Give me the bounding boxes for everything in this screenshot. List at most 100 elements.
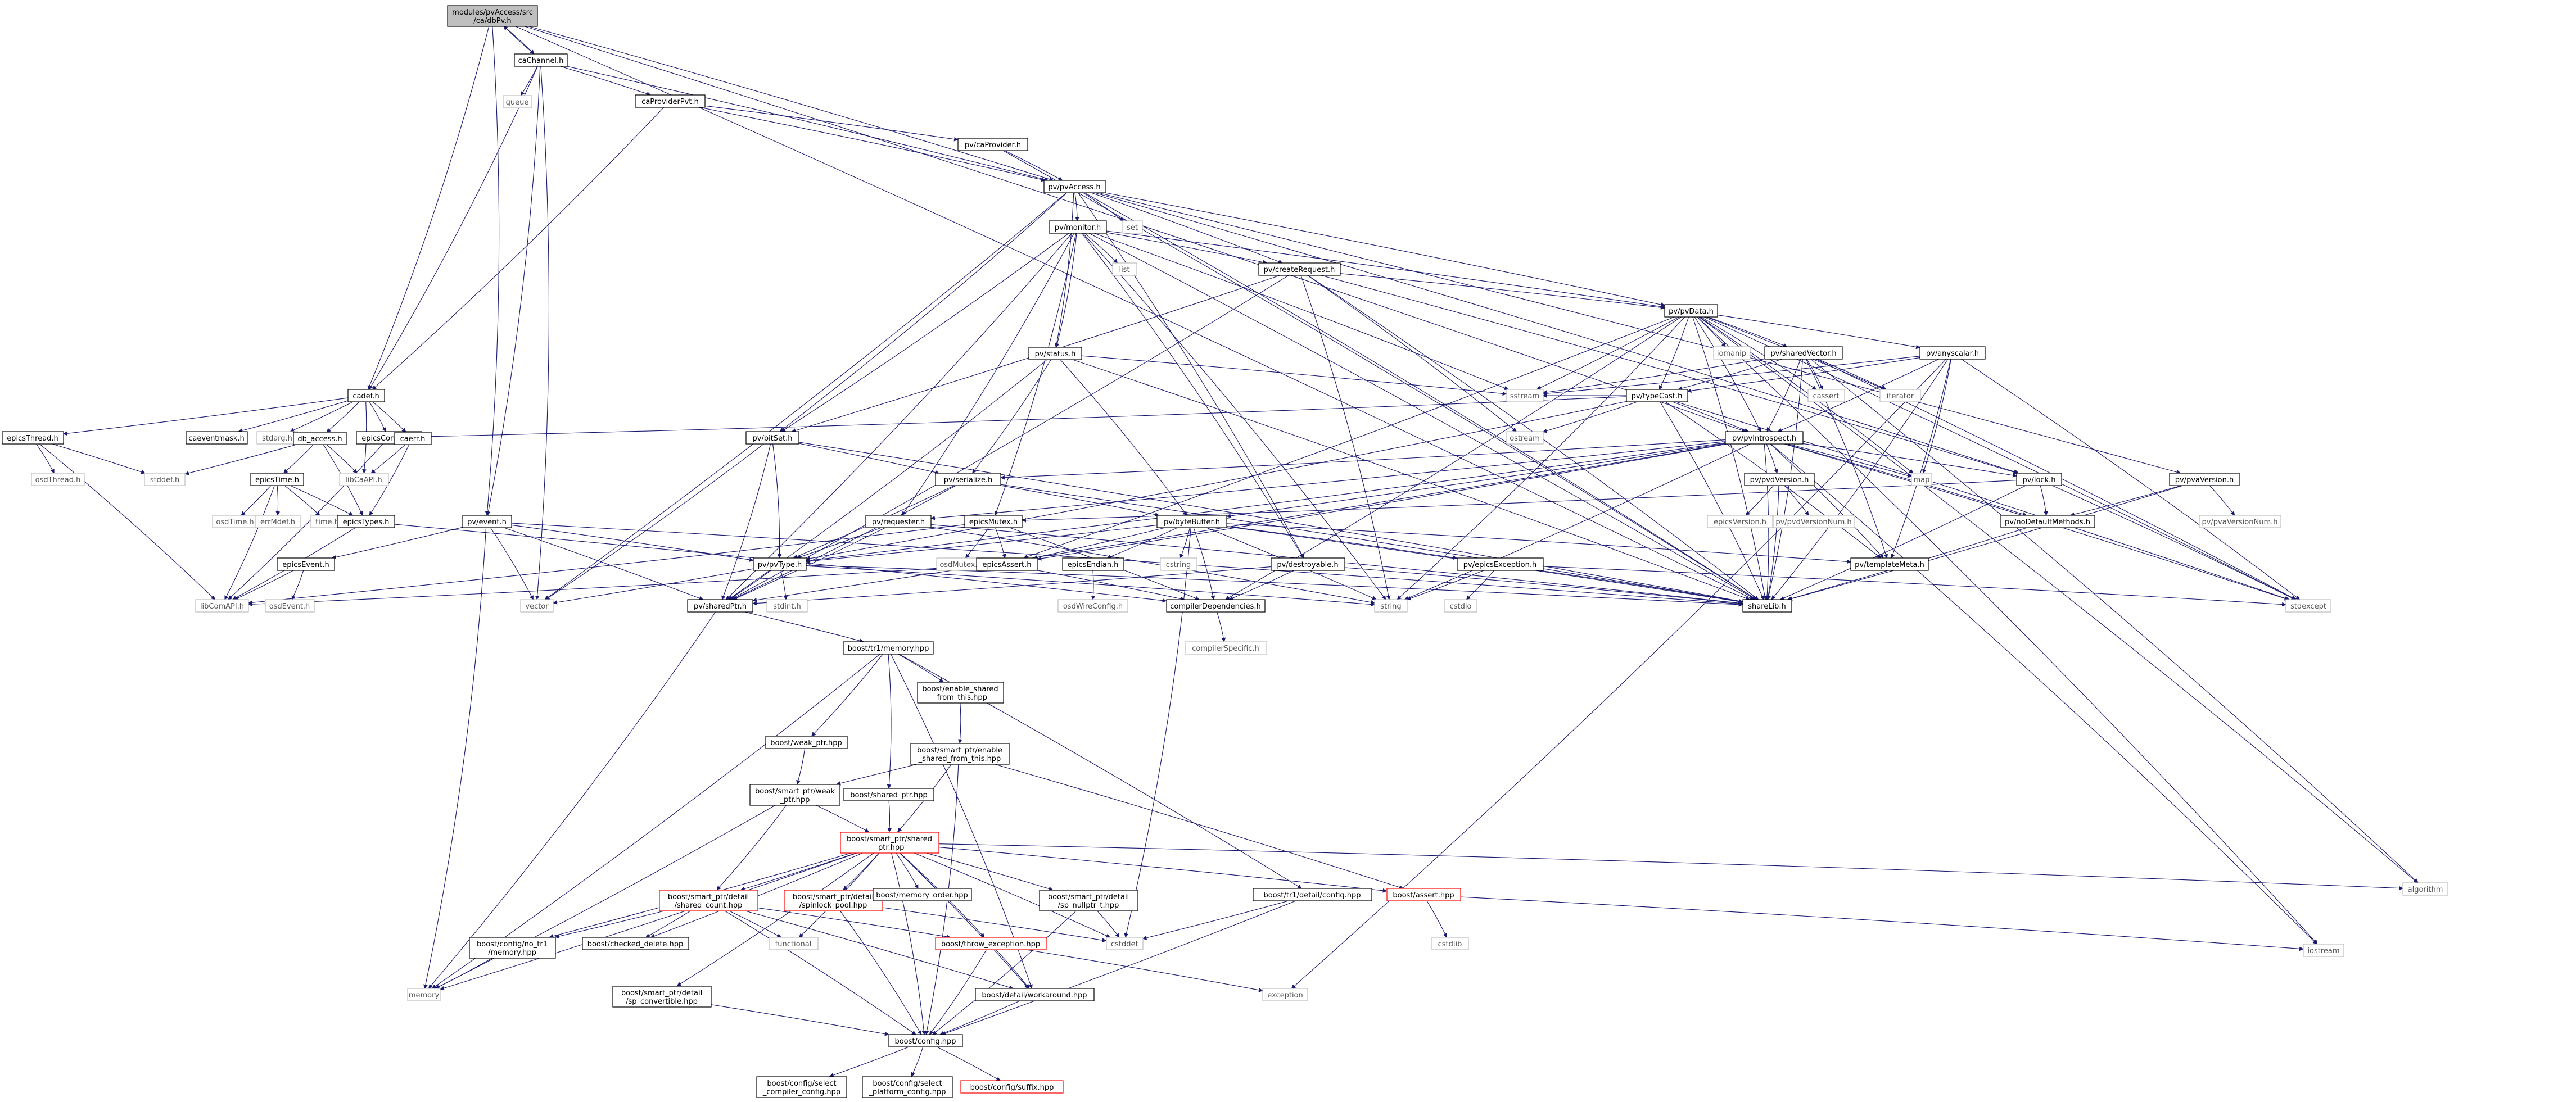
- node-stdexcept[interactable]: stdexcept: [2285, 599, 2331, 613]
- node-memoryOrder[interactable]: boost/memory_order.hpp: [873, 888, 972, 901]
- node-compilerSpecific[interactable]: compilerSpecific.h: [1185, 641, 1267, 655]
- node-spNullptr[interactable]: boost/smart_ptr/detail/sp_nullptr_t.hpp: [1039, 890, 1138, 911]
- node-pvAccess[interactable]: pv/pvAccess.h: [1043, 180, 1106, 193]
- node-workaround[interactable]: boost/detail/workaround.hpp: [975, 988, 1095, 1001]
- node-monitor[interactable]: pv/monitor.h: [1049, 220, 1107, 234]
- edge-status-to-sstream: [1081, 355, 1507, 396]
- node-libCaAPI[interactable]: libCaAPI.h: [339, 473, 389, 486]
- node-noDefaultMethods[interactable]: pv/noDefaultMethods.h: [2000, 515, 2095, 528]
- node-pvdVersionNum[interactable]: pv/pvdVersionNum.h: [1773, 515, 1855, 528]
- node-ostream[interactable]: ostream: [1506, 431, 1544, 445]
- node-pvType[interactable]: pv/pvType.h: [753, 557, 807, 571]
- node-cstddef[interactable]: cstddef: [1106, 937, 1144, 950]
- node-caeventmask[interactable]: caeventmask.h: [186, 431, 248, 445]
- node-pvaVersionNum[interactable]: pv/pvaVersionNum.h: [2199, 515, 2281, 528]
- node-epicsMutex[interactable]: epicsMutex.h: [964, 515, 1023, 528]
- node-map[interactable]: map: [1911, 473, 1932, 486]
- node-algorithm[interactable]: algorithm: [2402, 882, 2448, 896]
- node-stddef[interactable]: stddef.h: [144, 473, 186, 486]
- node-libComAPI[interactable]: libComAPI.h: [195, 599, 249, 613]
- node-osdWireConfig[interactable]: osdWireConfig.h: [1057, 599, 1128, 613]
- node-exception[interactable]: exception: [1262, 988, 1308, 1001]
- node-queue[interactable]: queue: [503, 95, 532, 108]
- node-pvcaProvider[interactable]: pv/caProvider.h: [957, 138, 1028, 151]
- node-compilerDependencies[interactable]: compilerDependencies.h: [1166, 599, 1266, 613]
- node-osdTime[interactable]: osdTime.h: [212, 515, 258, 528]
- node-iomanip[interactable]: iomanip: [1713, 346, 1751, 360]
- node-bitSet[interactable]: pv/bitSet.h: [745, 431, 799, 445]
- node-caerr[interactable]: caerr.h: [394, 432, 432, 445]
- node-epicsAssert[interactable]: epicsAssert.h: [976, 557, 1038, 571]
- node-list[interactable]: list: [1112, 262, 1137, 276]
- node-epicsTypes[interactable]: epicsTypes.h: [337, 515, 395, 528]
- node-cadef[interactable]: cadef.h: [347, 389, 385, 402]
- node-configHpp[interactable]: boost/config.hpp: [888, 1034, 963, 1047]
- node-epicsTime[interactable]: epicsTime.h: [250, 473, 304, 486]
- node-byteBuffer[interactable]: pv/byteBuffer.h: [1156, 515, 1227, 528]
- node-suffix[interactable]: boost/config/suffix.hpp: [960, 1080, 1064, 1094]
- node-createRequest[interactable]: pv/createRequest.h: [1258, 262, 1341, 276]
- node-throwException[interactable]: boost/throw_exception.hpp: [935, 937, 1047, 950]
- node-sharedLib[interactable]: shareLib.h: [1742, 599, 1792, 613]
- node-epicsEvent[interactable]: epicsEvent.h: [277, 557, 335, 571]
- node-functional[interactable]: functional: [769, 937, 819, 950]
- node-osdMutex[interactable]: osdMutex.h: [936, 557, 986, 571]
- node-destroyable[interactable]: pv/destroyable.h: [1271, 557, 1345, 571]
- node-assertHpp[interactable]: boost/assert.hpp: [1386, 888, 1461, 901]
- node-selectPlatform[interactable]: boost/config/select_platform_config.hpp: [862, 1076, 953, 1098]
- node-tr1memory[interactable]: boost/tr1/memory.hpp: [843, 641, 934, 655]
- node-checkedDelete[interactable]: boost/checked_delete.hpp: [582, 937, 689, 950]
- node-pvaVersion[interactable]: pv/pvaVersion.h: [2169, 473, 2240, 486]
- node-cstdio[interactable]: cstdio: [1444, 599, 1477, 613]
- node-iterator[interactable]: iterator: [1879, 389, 1921, 402]
- node-requester[interactable]: pv/requester.h: [865, 515, 932, 528]
- node-tr1DetailConfig[interactable]: boost/tr1/detail/config.hpp: [1253, 888, 1372, 901]
- node-enableShared[interactable]: boost/enable_shared_from_this.hpp: [917, 682, 1004, 704]
- node-pvData[interactable]: pv/pvData.h: [1664, 304, 1718, 318]
- node-string[interactable]: string: [1374, 599, 1408, 613]
- node-lock[interactable]: pv/lock.h: [2016, 473, 2062, 486]
- node-epicsVersion[interactable]: epicsVersion.h: [1707, 515, 1773, 528]
- node-epicsThread[interactable]: epicsThread.h: [2, 431, 64, 445]
- node-memory[interactable]: memory: [407, 988, 441, 1001]
- node-sharedVector[interactable]: pv/sharedVector.h: [1764, 346, 1843, 360]
- node-sstream[interactable]: sstream: [1506, 389, 1544, 402]
- node-anyscalar[interactable]: pv/anyscalar.h: [1919, 346, 1986, 360]
- node-epicsEndian[interactable]: epicsEndian.h: [1062, 557, 1124, 571]
- node-errMdef[interactable]: errMdef.h: [255, 515, 301, 528]
- node-sharedPtr[interactable]: pv/sharedPtr.h: [687, 599, 753, 613]
- node-status[interactable]: pv/status.h: [1028, 347, 1082, 360]
- node-caChannel[interactable]: caChannel.h: [514, 53, 568, 67]
- node-spinlockPool[interactable]: boost/smart_ptr/detail/spinlock_pool.hpp: [784, 890, 883, 911]
- node-typeCast[interactable]: pv/typeCast.h: [1626, 389, 1688, 402]
- node-weakPtr[interactable]: boost/weak_ptr.hpp: [765, 736, 848, 749]
- node-spEnableShared[interactable]: boost/smart_ptr/enable_shared_from_this.…: [910, 743, 1010, 765]
- node-stdarg[interactable]: stdarg.h: [256, 431, 298, 445]
- node-set[interactable]: set: [1122, 220, 1143, 234]
- node-spWeakPtr[interactable]: boost/smart_ptr/weak_ptr.hpp: [749, 784, 840, 806]
- node-caProviderPvt[interactable]: caProviderPvt.h: [635, 94, 706, 108]
- node-iostream[interactable]: iostream: [2303, 944, 2344, 957]
- node-selectCompiler[interactable]: boost/config/select_compiler_config.hpp: [756, 1076, 847, 1098]
- node-root[interactable]: modules/pvAccess/src/ca/dbPv.h: [447, 5, 538, 27]
- node-pvevent[interactable]: pv/event.h: [462, 515, 512, 528]
- node-vector[interactable]: vector: [520, 599, 554, 613]
- node-serialize[interactable]: pv/serialize.h: [935, 473, 1001, 486]
- node-pvdVersion[interactable]: pv/pvdVersion.h: [1744, 473, 1815, 486]
- node-osdThread[interactable]: osdThread.h: [31, 473, 85, 486]
- node-pvIntrospect[interactable]: pv/pvIntrospect.h: [1725, 431, 1804, 445]
- node-cassert[interactable]: cassert: [1807, 389, 1845, 402]
- node-templateMeta[interactable]: pv/templateMeta.h: [1850, 557, 1929, 571]
- node-timeh[interactable]: time.h: [310, 515, 344, 528]
- node-stdinth[interactable]: stdint.h: [766, 599, 808, 613]
- node-spConvertible[interactable]: boost/smart_ptr/detail/sp_convertible.hp…: [612, 986, 712, 1008]
- node-cstdlib[interactable]: cstdlib: [1431, 937, 1469, 950]
- node-epicsException[interactable]: pv/epicsException.h: [1457, 557, 1544, 571]
- node-sharedCount[interactable]: boost/smart_ptr/detail/shared_count.hpp: [659, 890, 758, 911]
- node-osdEvent[interactable]: osdEvent.h: [265, 599, 315, 613]
- node-sharedPtrHpp[interactable]: boost/shared_ptr.hpp: [843, 788, 934, 801]
- node-db_access[interactable]: db_access.h: [293, 432, 347, 445]
- node-noTr1Memory[interactable]: boost/config/no_tr1/memory.hpp: [469, 937, 556, 959]
- node-spSharedPtr[interactable]: boost/smart_ptr/shared_ptr.hpp: [840, 832, 939, 854]
- node-cstring[interactable]: cstring: [1160, 557, 1197, 571]
